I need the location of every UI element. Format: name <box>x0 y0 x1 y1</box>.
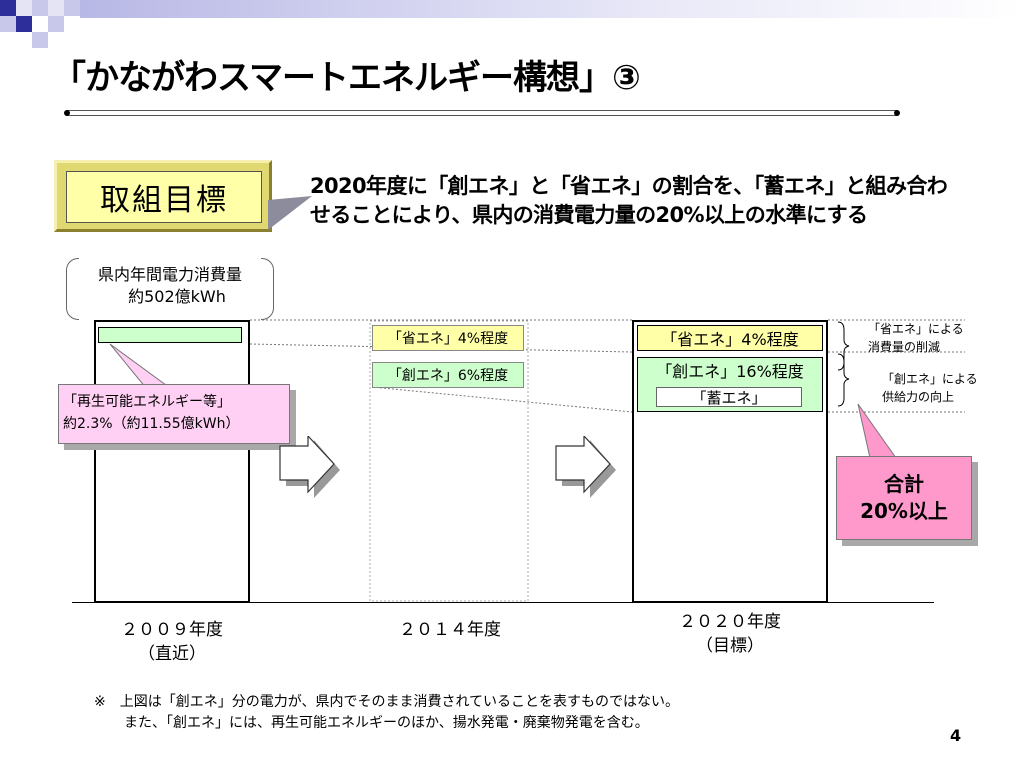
renewable-line1: 「再生可能エネルギー等」 <box>63 394 231 410</box>
goal-pointer <box>268 196 312 230</box>
x-label-2009-line2: （直近） <box>138 644 206 664</box>
saving-note-line2: 消費量の削減 <box>868 340 941 354</box>
creation-segment-2014: 「創エネ」6%程度 <box>372 362 524 388</box>
x-label-2009: ２００９年度 （直近） <box>112 618 232 666</box>
goal-statement: 2020年度に「創エネ」と「省エネ」の割合を、「蓄エネ」と組み合わ せることによ… <box>310 172 1010 230</box>
page-title: 「かながわスマートエネルギー構想」③ <box>52 58 641 98</box>
divider-dot-left <box>64 110 70 116</box>
saving-side-note: 「省エネ」による 消費量の削減 <box>868 320 964 356</box>
x-label-2020-line2: （目標） <box>696 636 764 656</box>
consumption-label: 県内年間電力消費量 約502億kWh <box>66 258 274 320</box>
creation-note-line1: 「創エネ」による <box>882 372 978 386</box>
footnote-line1: ※ 上図は「創エネ」分の電力が、県内でそのまま消費されていることを表すものではな… <box>94 694 680 710</box>
renewable-line2: 約2.3%（約11.55億kWh） <box>63 416 240 432</box>
saving-segment-2014: 「省エネ」4%程度 <box>372 325 524 351</box>
footnote-line2: また、「創エネ」には、再生可能エネルギーのほか、揚水発電・廃棄物発電を含む。 <box>124 715 649 731</box>
creation-segment-2020: 「創エネ」16%程度 「蓄エネ」 <box>637 357 823 412</box>
creation-2020-label: 「創エネ」16%程度 <box>656 362 804 381</box>
storage-label: 「蓄エネ」 <box>656 387 802 407</box>
bar-2009 <box>94 320 250 603</box>
renewable-callout: 「再生可能エネルギー等」 約2.3%（約11.55億kWh） <box>58 384 290 444</box>
goal-statement-line1: 2020年度に「創エネ」と「省エネ」の割合を、「蓄エネ」と組み合わ <box>310 174 948 198</box>
x-label-2020: ２０２０年度 （目標） <box>670 610 790 658</box>
total-line1: 合計 <box>884 472 924 496</box>
saving-segment-2020: 「省エネ」4%程度 <box>637 325 823 351</box>
renewable-callout-pointer <box>109 343 172 389</box>
goal-statement-line2: せることにより、県内の消費電力量の20%以上の水準にする <box>310 203 868 227</box>
saving-note-line1: 「省エネ」による <box>868 322 964 336</box>
title-divider <box>66 110 898 116</box>
divider-dot-right <box>894 110 900 116</box>
x-label-2009-line1: ２００９年度 <box>121 620 223 640</box>
x-label-2020-line1: ２０２０年度 <box>679 612 781 632</box>
x-label-2014: ２０１４年度 <box>399 620 501 640</box>
creation-note-line2: 供給力の向上 <box>882 390 955 404</box>
total-callout-pointer <box>857 403 897 459</box>
arrow-right-2-icon <box>555 436 616 498</box>
goal-label: 取組目標 <box>66 171 262 223</box>
footnote: ※ 上図は「創エネ」分の電力が、県内でそのまま消費されていることを表すものではな… <box>94 692 679 734</box>
renewable-segment-2009 <box>98 327 242 343</box>
creation-side-note: 「創エネ」による 供給力の向上 <box>882 370 978 406</box>
baseline <box>72 602 934 603</box>
consumption-line1: 県内年間電力消費量 <box>97 265 242 284</box>
arrow-right-1-icon <box>279 436 340 498</box>
total-box: 合計 20%以上 <box>836 456 972 540</box>
side-brackets <box>837 321 850 407</box>
page-number: 4 <box>950 726 962 745</box>
total-line2: 20%以上 <box>860 499 948 523</box>
consumption-line2: 約502億kWh <box>128 287 226 306</box>
